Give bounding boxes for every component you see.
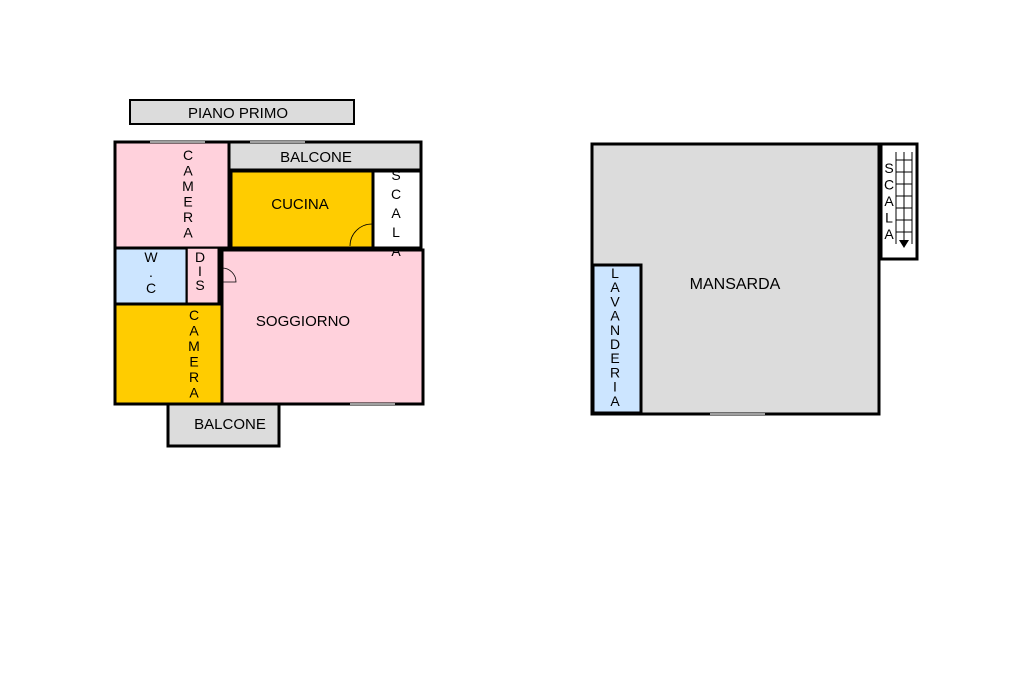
plan-title-box: PIANO PRIMO bbox=[129, 99, 355, 125]
label-balcone-bottom: BALCONE bbox=[194, 416, 266, 433]
arrow-down-icon bbox=[899, 240, 909, 248]
room-camera-bottom bbox=[113, 302, 224, 406]
room-scala-left bbox=[371, 169, 423, 250]
label-balcone-top: BALCONE bbox=[280, 149, 352, 166]
door-swing-cucina bbox=[349, 223, 373, 247]
room-scala-right bbox=[879, 142, 919, 261]
plan-title: PIANO PRIMO bbox=[188, 105, 288, 122]
room-camera-top bbox=[113, 140, 231, 250]
room-balcone-bottom bbox=[166, 402, 281, 448]
label-cucina: CUCINA bbox=[271, 196, 329, 213]
label-mansarda: MANSARDA bbox=[690, 276, 781, 293]
door-swing-soggiorno bbox=[221, 267, 237, 283]
room-soggiorno bbox=[220, 248, 425, 406]
room-cucina bbox=[229, 169, 375, 250]
label-wc: W.C bbox=[144, 249, 158, 296]
stairs-icon bbox=[895, 152, 913, 244]
room-lavanderia bbox=[591, 263, 643, 415]
label-soggiorno: SOGGIORNO bbox=[256, 313, 350, 330]
